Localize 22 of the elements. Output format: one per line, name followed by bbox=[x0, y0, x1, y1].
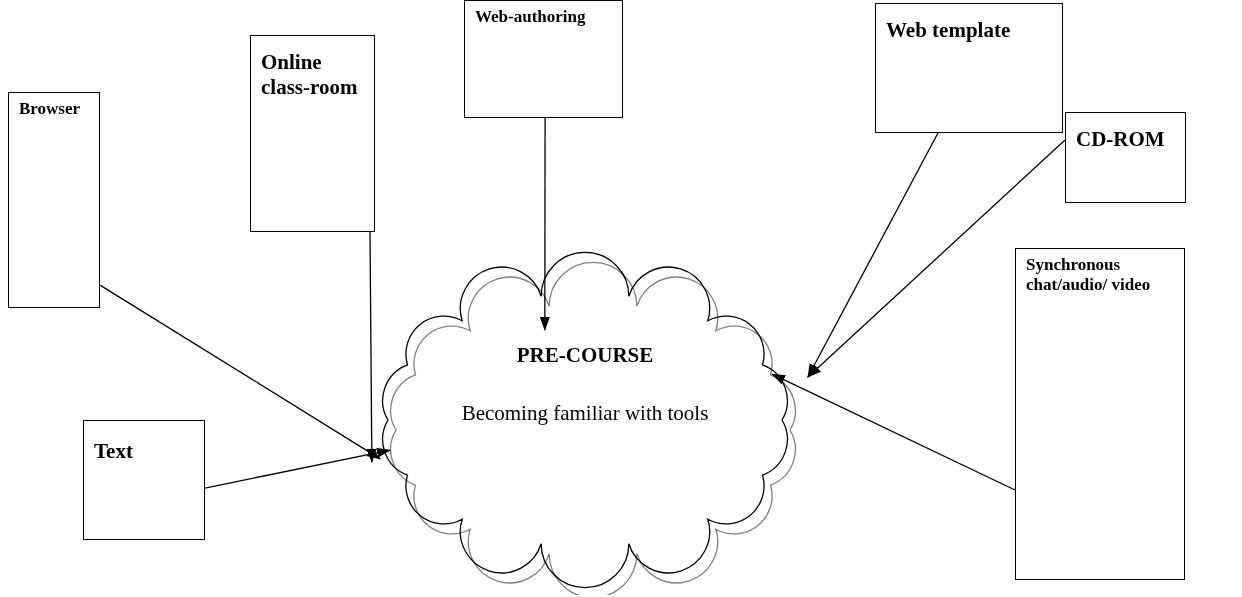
tool-box bbox=[1015, 248, 1185, 580]
arrow bbox=[204, 447, 391, 489]
box-label: Synchronous chat/audio/ video bbox=[1026, 255, 1152, 296]
arrow bbox=[99, 284, 382, 460]
arrow bbox=[807, 132, 939, 378]
box-label: CD-ROM bbox=[1076, 127, 1166, 153]
tool-box bbox=[250, 35, 375, 232]
arrow bbox=[771, 373, 1016, 491]
box-label: Web-authoring bbox=[475, 7, 587, 28]
tool-box bbox=[8, 92, 100, 308]
tool-box bbox=[875, 3, 1063, 133]
tool-box bbox=[83, 420, 205, 540]
box-label: Web template bbox=[886, 18, 1012, 44]
box-label: Online class-room bbox=[261, 50, 359, 101]
tool-box bbox=[1065, 112, 1186, 203]
box-label: Text bbox=[94, 439, 134, 465]
arrow bbox=[366, 231, 377, 463]
box-label: Browser bbox=[19, 99, 82, 120]
tool-box bbox=[464, 0, 623, 118]
cloud-subtitle: Becoming familiar with tools bbox=[461, 399, 709, 427]
arrow bbox=[539, 117, 550, 332]
cloud-title: PRE-COURSE bbox=[516, 342, 654, 369]
